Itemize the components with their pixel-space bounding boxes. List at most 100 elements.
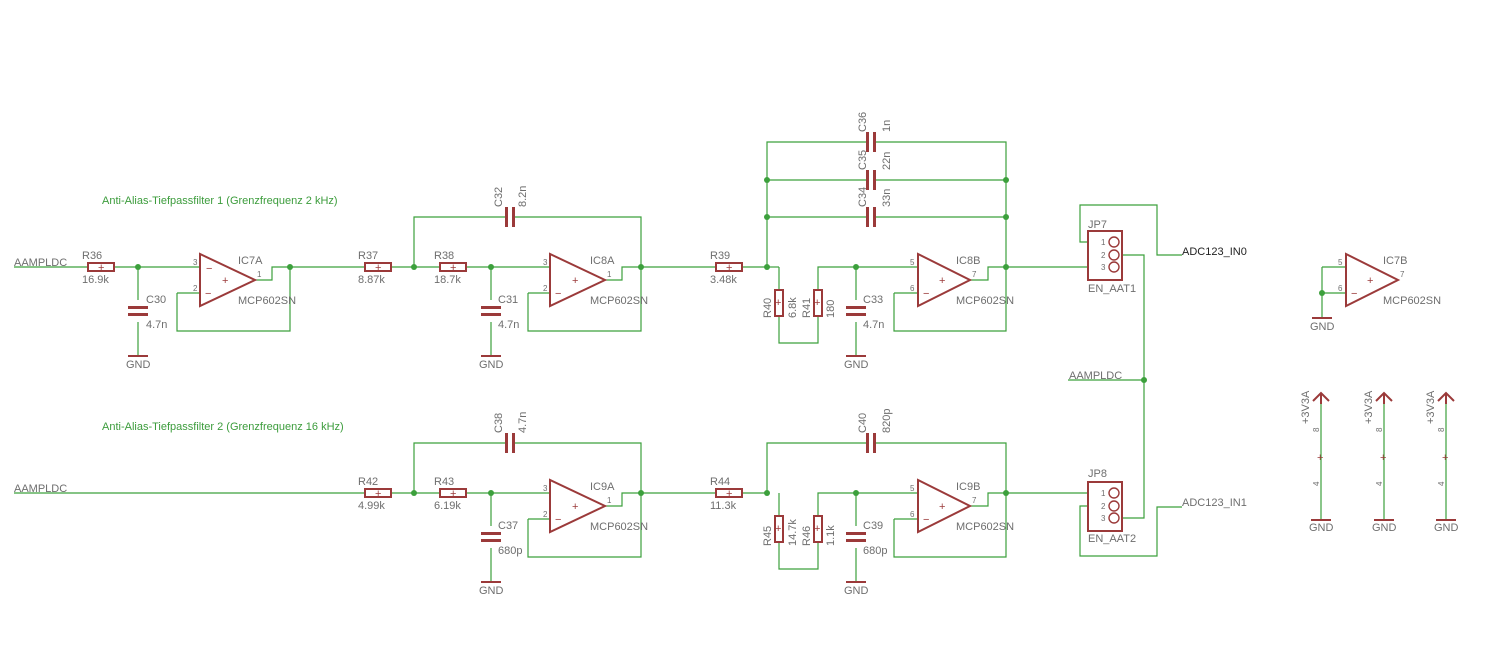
svg-text:+: + xyxy=(726,488,732,500)
capacitor-c31: C31 4.7n xyxy=(481,294,519,331)
svg-text:1: 1 xyxy=(257,270,262,279)
svg-text:4: 4 xyxy=(1375,481,1384,486)
junction-dot xyxy=(764,177,770,183)
svg-text:GND: GND xyxy=(1434,522,1459,534)
junction-dot xyxy=(287,264,293,270)
svg-text:7: 7 xyxy=(972,270,977,279)
power-block-2: +3V3A 8 + 4 xyxy=(1363,390,1393,486)
junction-dot xyxy=(764,490,770,496)
svg-text:+: + xyxy=(726,262,732,274)
junction-dot xyxy=(638,264,644,270)
svg-text:R46: R46 xyxy=(801,526,813,546)
svg-text:−: − xyxy=(923,288,929,300)
capacitor-c40: C40 820p xyxy=(857,409,893,453)
opamp-ic8b: + − 5 6 7 IC8B MCP602SN xyxy=(910,252,1014,308)
svg-text:C34: C34 xyxy=(857,187,869,207)
gnd-symbol: GND xyxy=(479,355,504,371)
svg-text:GND: GND xyxy=(126,359,151,371)
junction-dot xyxy=(853,490,859,496)
svg-text:4.7n: 4.7n xyxy=(863,319,884,331)
capacitor-c35: C35 22n xyxy=(857,150,893,190)
svg-text:4.7n: 4.7n xyxy=(146,319,167,331)
capacitor-c39: C39 680p xyxy=(846,520,887,557)
svg-text:C35: C35 xyxy=(857,150,869,170)
svg-text:33n: 33n xyxy=(881,189,893,207)
svg-text:IC9B: IC9B xyxy=(956,481,980,493)
opamp-ic7a: − + − 3 2 1 IC7A MCP602SN xyxy=(193,252,296,308)
svg-text:2: 2 xyxy=(193,284,198,293)
junction-dot xyxy=(1003,177,1009,183)
junction-dot xyxy=(488,490,494,496)
svg-text:4.7n: 4.7n xyxy=(517,412,529,433)
svg-text:+: + xyxy=(814,523,820,535)
svg-text:GND: GND xyxy=(1310,321,1335,333)
svg-text:R38: R38 xyxy=(434,250,454,262)
capacitor-c32: C32 8.2n xyxy=(493,186,529,227)
svg-text:8: 8 xyxy=(1437,427,1446,432)
jumper-jp8: 1 2 3 JP8 EN_AAT2 xyxy=(1087,468,1136,545)
resistor-r38: + R38 18.7k xyxy=(434,250,467,286)
svg-text:−: − xyxy=(555,288,561,300)
svg-text:6.8k: 6.8k xyxy=(787,297,799,318)
svg-text:R45: R45 xyxy=(762,526,774,546)
opamp-ic8a: + − 3 2 1 IC8A MCP602SN xyxy=(543,252,648,308)
resistor-r41: + R41 180 xyxy=(801,289,837,318)
resistor-r45: + R45 14.7k xyxy=(762,515,799,546)
svg-text:5: 5 xyxy=(1338,258,1343,267)
junction-dot xyxy=(1141,377,1147,383)
gnd-symbol: GND xyxy=(1372,519,1397,534)
gnd-symbol: GND xyxy=(844,355,869,371)
junction-dot xyxy=(488,264,494,270)
jumper-jp7: 1 2 3 JP7 EN_AAT1 xyxy=(1087,219,1136,295)
gnd-symbol: GND xyxy=(844,581,869,597)
junction-dot xyxy=(638,490,644,496)
junction-dot xyxy=(764,264,770,270)
svg-text:2: 2 xyxy=(1101,251,1106,260)
junction-dot xyxy=(1319,290,1325,296)
opamp-ic9a: + − 3 2 1 IC9A MCP602SN xyxy=(543,478,648,534)
aampldc-label-3: AAMPLDC xyxy=(1069,370,1122,382)
svg-text:R39: R39 xyxy=(710,250,730,262)
svg-text:7: 7 xyxy=(1400,270,1405,279)
power-block-3: +3V3A 8 + 4 xyxy=(1425,390,1455,486)
svg-text:R42: R42 xyxy=(358,476,378,488)
svg-text:GND: GND xyxy=(1372,522,1397,534)
svg-text:+3V3A: +3V3A xyxy=(1300,390,1312,424)
resistor-r43: + R43 6.19k xyxy=(434,476,467,512)
svg-text:2: 2 xyxy=(543,510,548,519)
svg-text:+: + xyxy=(1317,452,1323,464)
svg-text:+: + xyxy=(375,488,381,500)
svg-text:GND: GND xyxy=(1309,522,1334,534)
svg-text:GND: GND xyxy=(479,359,504,371)
svg-text:4: 4 xyxy=(1312,481,1321,486)
svg-text:4.7n: 4.7n xyxy=(498,319,519,331)
gnd-symbol: GND xyxy=(1310,317,1335,333)
svg-text:−: − xyxy=(206,263,212,275)
junction-dot xyxy=(764,214,770,220)
svg-text:1: 1 xyxy=(607,496,612,505)
svg-text:8.87k: 8.87k xyxy=(358,274,385,286)
svg-text:−: − xyxy=(923,514,929,526)
capacitor-c36: C36 1n xyxy=(857,112,893,152)
svg-text:+: + xyxy=(375,262,381,274)
svg-text:IC8A: IC8A xyxy=(590,255,615,267)
svg-text:C32: C32 xyxy=(493,187,505,207)
junction-dot xyxy=(853,264,859,270)
resistor-r44: + R44 11.3k xyxy=(710,476,743,512)
svg-text:680p: 680p xyxy=(863,545,887,557)
svg-text:R41: R41 xyxy=(801,298,813,318)
svg-text:1: 1 xyxy=(1101,489,1106,498)
resistor-r40: + R40 6.8k xyxy=(762,289,799,318)
svg-text:+: + xyxy=(450,488,456,500)
aampldc-label-1: AAMPLDC xyxy=(14,257,67,269)
svg-text:GND: GND xyxy=(844,585,869,597)
svg-text:MCP602SN: MCP602SN xyxy=(956,295,1014,307)
svg-text:3: 3 xyxy=(543,484,548,493)
capacitor-c34: C34 33n xyxy=(857,187,893,227)
capacitor-c37: C37 680p xyxy=(481,520,522,557)
svg-text:JP8: JP8 xyxy=(1088,468,1107,480)
svg-text:+: + xyxy=(222,275,228,287)
gnd-symbol: GND xyxy=(126,355,151,371)
svg-text:+: + xyxy=(775,297,781,309)
